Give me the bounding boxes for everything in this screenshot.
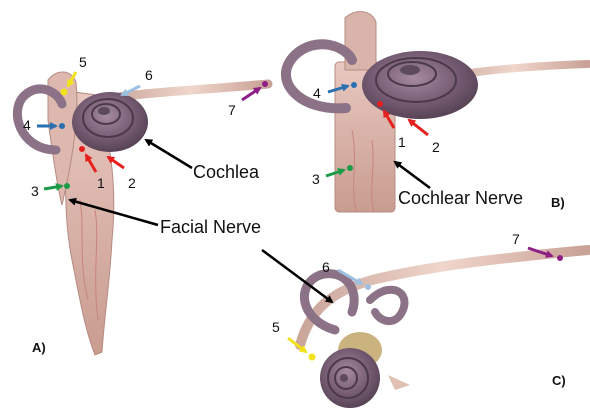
panel-label-b: B) xyxy=(551,196,565,209)
panel-label-c: C) xyxy=(552,374,566,387)
marker-7-label-c: 7 xyxy=(512,232,520,246)
marker-7-label-a: 7 xyxy=(228,103,236,117)
marker-2-b xyxy=(409,120,428,135)
cochlea-label: Cochlea xyxy=(193,163,259,181)
marker-3-label-a: 3 xyxy=(31,184,39,198)
marker-3-label-b: 3 xyxy=(312,172,320,186)
panel-b-model xyxy=(286,12,588,212)
panel-label-a: A) xyxy=(32,341,46,354)
panel-c-nerve-long xyxy=(300,250,588,345)
marker-1-label-b: 1 xyxy=(398,135,406,149)
facial-nerve-label: Facial Nerve xyxy=(160,218,261,236)
marker-6-label-c: 6 xyxy=(322,260,330,274)
marker-5-label-a: 5 xyxy=(79,55,87,69)
marker-4-label-a: 4 xyxy=(23,118,31,132)
panel-a-nerve-long xyxy=(112,84,268,98)
marker-6-label-a: 6 xyxy=(145,68,153,82)
marker-4-label-b: 4 xyxy=(313,86,321,100)
marker-5-label-c: 5 xyxy=(272,320,280,334)
marker-2-label-b: 2 xyxy=(432,140,440,154)
marker-2-label-a: 2 xyxy=(128,176,136,190)
panel-c-canal-2 xyxy=(370,290,404,321)
cochlear-nerve-pointer-arrow xyxy=(395,162,430,188)
marker-3-a xyxy=(44,183,70,189)
cochlea-pointer-arrow xyxy=(146,140,192,168)
marker-1-label-a: 1 xyxy=(97,176,105,190)
cochlear-nerve-label: Cochlear Nerve xyxy=(398,189,523,207)
